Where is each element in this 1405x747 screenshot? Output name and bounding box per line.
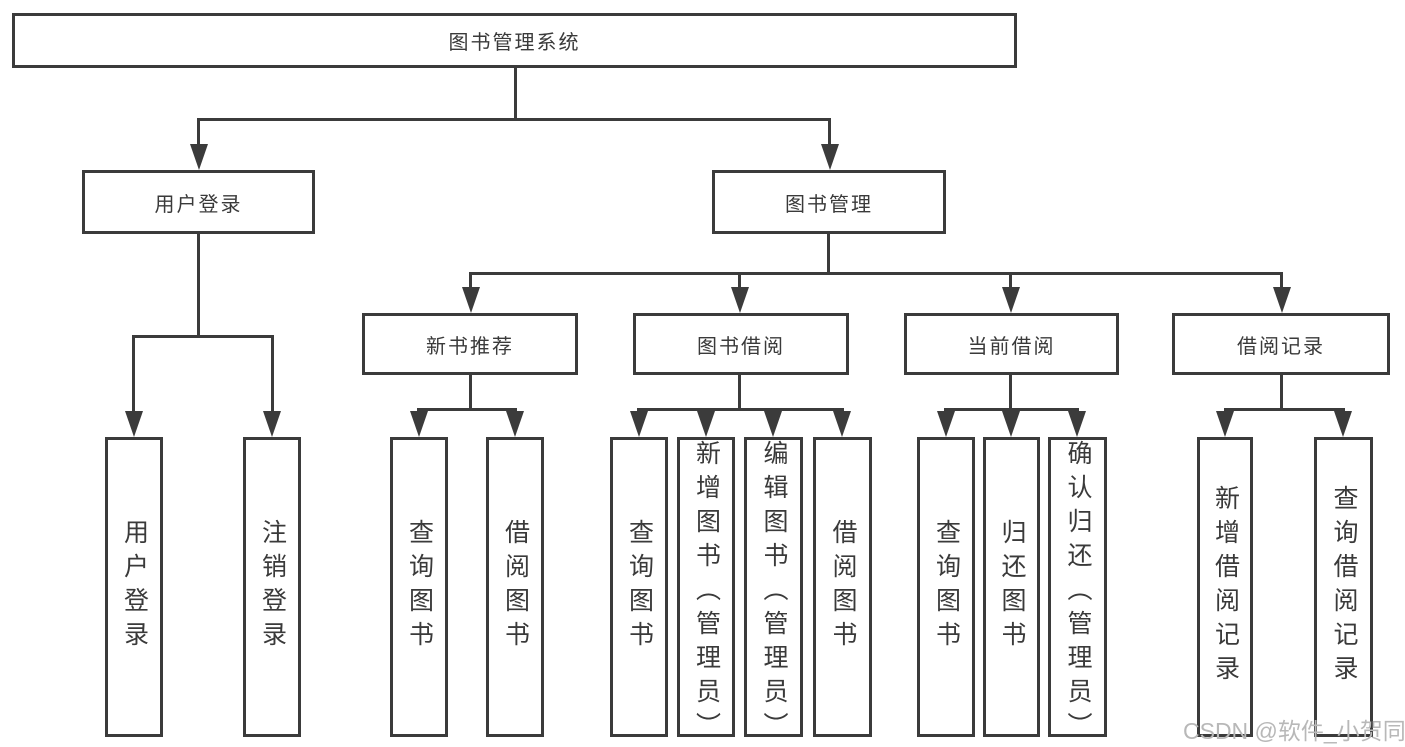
- leaf-borrow-books-borrow-label: 借阅图书: [829, 519, 857, 655]
- leaf-query-books-current-label: 查询图书: [932, 519, 961, 655]
- edge-root-stem: [514, 68, 517, 121]
- edge-borrowing-records-leaf2-arrowhead: [1334, 411, 1352, 437]
- edge-root-to-book-management-stem: [828, 118, 831, 146]
- edge-new-books-leaf2-arrowhead: [506, 411, 524, 437]
- node-library-system: 图书管理系统: [12, 13, 1017, 68]
- edge-new-books-leaf1-arrowhead: [410, 411, 428, 437]
- edge-to-new-books-stem: [469, 272, 472, 289]
- leaf-query-books-borrow-label: 查询图书: [625, 519, 654, 655]
- edge-new-books-rail: [417, 408, 517, 411]
- edge-current-borrowing-leaf2-arrowhead: [1002, 411, 1020, 437]
- node-borrowing-records: 借阅记录: [1172, 313, 1390, 375]
- edge-borrowing-records-leaf1-arrowhead: [1216, 411, 1234, 437]
- leaf-query-books-new-label: 查询图书: [405, 519, 434, 655]
- node-book-management: 图书管理: [712, 170, 946, 234]
- edge-to-current-borrowing-arrowhead: [1002, 287, 1020, 313]
- leaf-query-books-current: 查询图书: [917, 437, 975, 737]
- node-book-management-label: 图书管理: [785, 193, 873, 216]
- node-book-borrowing: 图书借阅: [633, 313, 849, 375]
- leaf-borrow-books-borrow: 借阅图书: [813, 437, 872, 737]
- leaf-confirm-return-admin: 确认归还（管理员）: [1048, 437, 1107, 746]
- leaf-logout-label: 注销登录: [258, 519, 287, 655]
- edge-book-management-stem: [827, 234, 830, 275]
- edge-root-to-user-login-stem: [197, 118, 200, 146]
- node-current-borrowing-label: 当前借阅: [967, 335, 1056, 358]
- node-new-book-recommendation: 新书推荐: [362, 313, 578, 375]
- node-user-login: 用户登录: [82, 170, 315, 234]
- edge-to-book-borrowing-arrowhead: [731, 287, 749, 313]
- leaf-user-login-label: 用户登录: [120, 519, 149, 655]
- edge-root-to-book-management-arrowhead: [821, 144, 839, 170]
- edge-current-borrowing-leaf1-arrowhead: [937, 411, 955, 437]
- edge-book-borrowing-leaf4-arrowhead: [833, 411, 851, 437]
- edge-to-new-books-arrowhead: [462, 287, 480, 313]
- edge-root-rail: [197, 118, 831, 121]
- leaf-query-books-borrow: 查询图书: [610, 437, 668, 737]
- node-library-system-label: 图书管理系统: [448, 32, 581, 54]
- edge-root-to-user-login-arrowhead: [190, 144, 208, 170]
- edge-book-borrowing-leaf2-arrowhead: [697, 411, 715, 437]
- leaf-return-books-label: 归还图书: [998, 519, 1026, 655]
- edge-user-login-to-leaf2-arrowhead: [263, 411, 281, 437]
- edge-current-borrowing-stem: [1009, 375, 1012, 411]
- edge-to-book-borrowing-stem: [738, 272, 741, 289]
- edge-book-borrowing-stem: [738, 375, 741, 411]
- leaf-edit-book-admin: 编辑图书（管理员）: [744, 437, 803, 746]
- leaf-user-login: 用户登录: [105, 437, 163, 737]
- edge-book-borrowing-rail: [637, 408, 844, 411]
- edge-borrowing-records-stem: [1280, 375, 1283, 411]
- leaf-confirm-return-admin-label: 确认归还（管理员）: [1064, 440, 1092, 746]
- node-user-login-label: 用户登录: [154, 193, 243, 216]
- leaf-add-borrow-record-label: 新增借阅记录: [1211, 485, 1240, 689]
- edge-user-login-to-leaf2-stem: [271, 335, 274, 413]
- leaf-logout: 注销登录: [243, 437, 301, 737]
- edge-user-login-rail: [132, 335, 274, 338]
- leaf-return-books: 归还图书: [983, 437, 1040, 737]
- node-book-borrowing-label: 图书借阅: [697, 335, 785, 358]
- edge-current-borrowing-rail: [944, 408, 1079, 411]
- edge-to-borrowing-records-stem: [1280, 272, 1283, 289]
- leaf-borrow-books-new: 借阅图书: [486, 437, 544, 737]
- node-current-borrowing: 当前借阅: [904, 313, 1119, 375]
- edge-borrowing-records-rail: [1224, 408, 1345, 411]
- node-new-book-recommendation-label: 新书推荐: [426, 335, 514, 358]
- edge-user-login-to-leaf1-stem: [132, 335, 135, 413]
- leaf-query-borrow-record: 查询借阅记录: [1314, 437, 1373, 737]
- leaf-add-borrow-record: 新增借阅记录: [1197, 437, 1253, 737]
- edge-book-borrowing-leaf3-arrowhead: [764, 411, 782, 437]
- edge-book-management-rail: [469, 272, 1283, 275]
- node-borrowing-records-label: 借阅记录: [1237, 335, 1325, 358]
- edge-user-login-stem: [197, 234, 200, 338]
- leaf-add-book-admin: 新增图书（管理员）: [677, 437, 735, 746]
- edge-new-books-stem: [469, 375, 472, 411]
- leaf-borrow-books-new-label: 借阅图书: [501, 519, 530, 655]
- edge-book-borrowing-leaf1-arrowhead: [630, 411, 648, 437]
- leaf-query-borrow-record-label: 查询借阅记录: [1330, 485, 1358, 689]
- edge-to-borrowing-records-arrowhead: [1273, 287, 1291, 313]
- edge-current-borrowing-leaf3-arrowhead: [1068, 411, 1086, 437]
- edge-user-login-to-leaf1-arrowhead: [125, 411, 143, 437]
- leaf-edit-book-admin-label: 编辑图书（管理员）: [760, 440, 788, 746]
- csdn-watermark: CSDN @软件_小贺同学: [1183, 718, 1405, 744]
- edge-to-current-borrowing-stem: [1009, 272, 1012, 289]
- leaf-add-book-admin-label: 新增图书（管理员）: [692, 440, 721, 746]
- leaf-query-books-new: 查询图书: [390, 437, 448, 737]
